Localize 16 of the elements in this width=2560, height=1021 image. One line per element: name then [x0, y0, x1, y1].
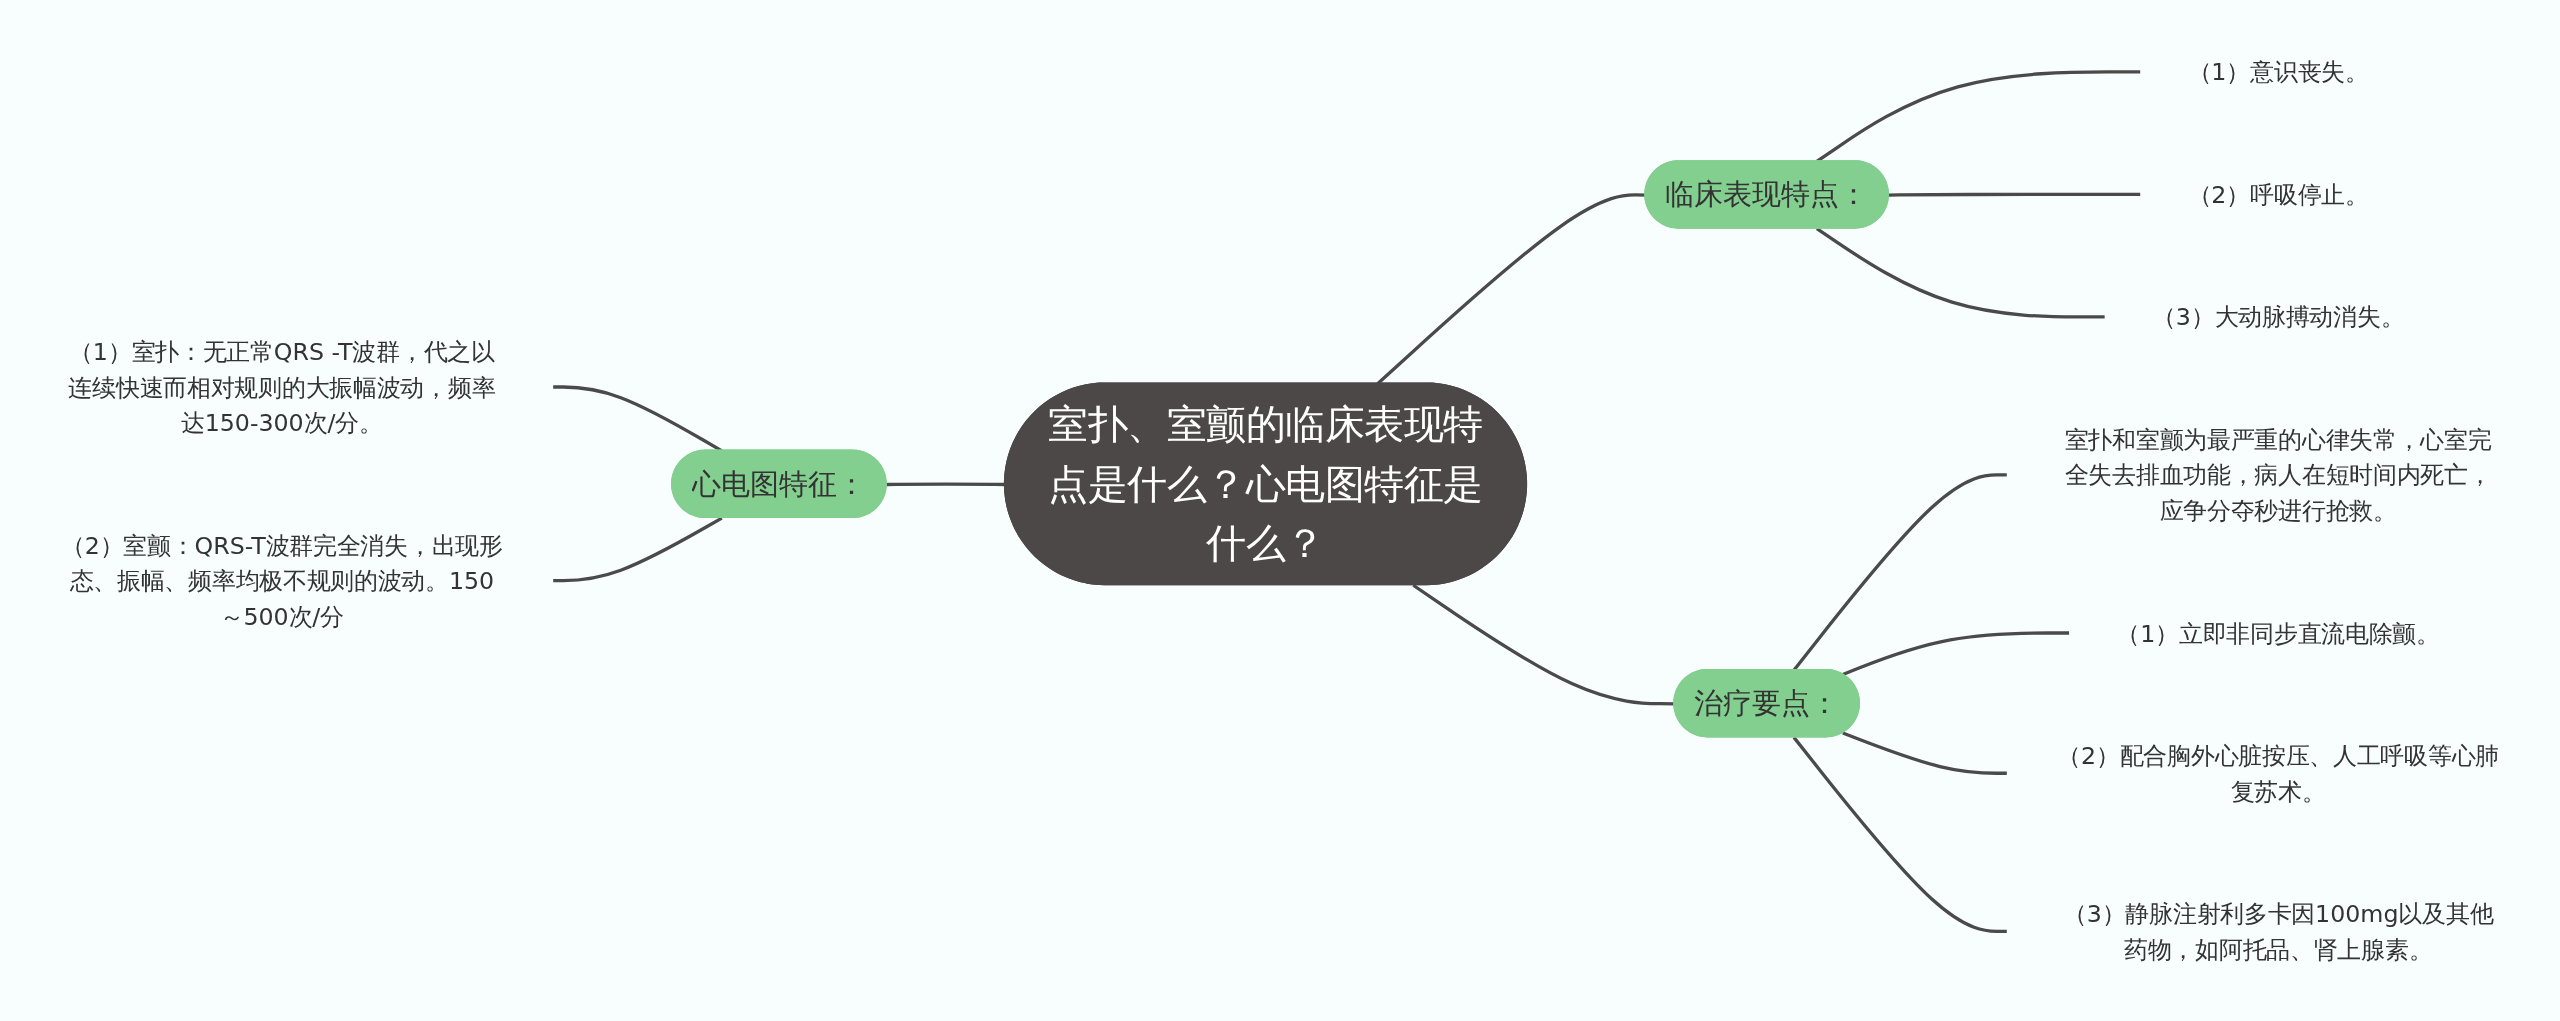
node-text: （3）静脉注射利多卡因100mg以及其他药物，如阿托品、肾上腺素。 — [2062, 899, 2494, 963]
connector — [1412, 583, 1675, 706]
node-text: （1）意识丧失。 — [2187, 58, 2369, 86]
node-text: （1）室扑：无正常QRS -T波群，代之以连续快速而相对规则的大振幅波动，频率达150-300次/分。 — [68, 337, 496, 437]
connector — [1842, 631, 2070, 677]
node-text: （2）室颤：QRS-T波群完全消失，出现形态、振幅、频率均极不规则的波动。150～500次/分 — [60, 531, 503, 631]
connector — [1792, 736, 2007, 933]
node-text: （1）立即非同步直流电除颤。 — [2116, 619, 2440, 647]
connector — [1815, 227, 2105, 319]
connector — [553, 516, 723, 583]
node-text: （2）配合胸外心脏按压、人工呼吸等心肺复苏术。 — [2057, 741, 2500, 805]
node-text: （2）呼吸停止。 — [2187, 180, 2369, 209]
connector — [1888, 192, 2141, 197]
node-text: （3）大动脉搏动消失。 — [2152, 303, 2405, 331]
connector — [1842, 731, 2007, 775]
node-text: 室扑和室颤为最严重的心律失常，心室完全失去排血功能，病人在短时间内死亡，应争分夺秒进行抢救。 — [2064, 425, 2492, 525]
